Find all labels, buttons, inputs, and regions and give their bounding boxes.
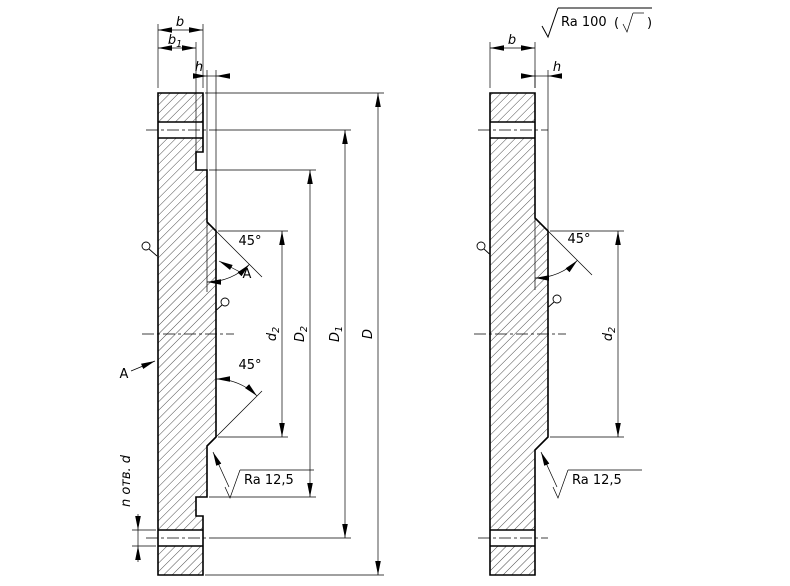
roughness-symbol: [216, 297, 230, 311]
roughness-radical-small-icon: [622, 12, 634, 33]
dim-label-b: b: [508, 33, 516, 48]
section-label-a: A: [243, 267, 252, 282]
angle-label: 45°: [567, 232, 590, 247]
chamfer-extension-line: [215, 230, 263, 278]
roughness-symbol: [141, 241, 158, 257]
dim-label-h: h: [195, 60, 203, 75]
dim-label-D2: D2: [293, 326, 310, 342]
paren-close: ): [647, 16, 652, 31]
angle-arc: [206, 264, 250, 285]
dim-label-D: D: [361, 329, 376, 339]
angle-label: 45°: [238, 358, 261, 373]
dim-label-h: h: [553, 60, 561, 75]
section-label-a: A: [120, 367, 129, 382]
dim-label-d2: d2: [601, 327, 618, 341]
right-flange-figure: b h d2 45° Ra 12,5: [474, 33, 642, 576]
leader-line: [218, 260, 241, 273]
roughness-value: Ra 12,5: [572, 473, 622, 488]
holes-count-label: n отв. d: [119, 454, 134, 507]
chamfer-extension-line: [547, 230, 593, 276]
chamfer-extension-line: [215, 390, 263, 438]
general-roughness-note: Ra 100 ( ): [541, 7, 652, 39]
dim-label-b: b: [176, 15, 184, 30]
angle-arc: [215, 376, 258, 397]
leader-line: [540, 451, 558, 488]
roughness-value: Ra 100: [561, 15, 607, 30]
leader-line: [130, 360, 156, 372]
dim-label-b1: b1: [168, 33, 182, 50]
left-flange-figure: b b1 h d2 D2 D1 D 45: [119, 15, 384, 576]
dim-label-d2: d2: [265, 327, 282, 341]
angle-label: 45°: [238, 234, 261, 249]
roughness-symbol: [476, 241, 490, 255]
dim-label-D1: D1: [328, 326, 345, 342]
angle-arc: [534, 260, 578, 281]
roughness-callout: Ra 12,5: [540, 451, 642, 499]
roughness-value: Ra 12,5: [244, 473, 294, 488]
roughness-radical-icon: [541, 7, 559, 39]
roughness-radical-icon: [224, 469, 241, 499]
paren-open: (: [614, 16, 619, 31]
roughness-radical-icon: [552, 469, 569, 499]
leader-line: [212, 451, 230, 488]
roughness-callout: Ra 12,5: [212, 451, 314, 499]
roughness-symbol: [548, 294, 562, 308]
